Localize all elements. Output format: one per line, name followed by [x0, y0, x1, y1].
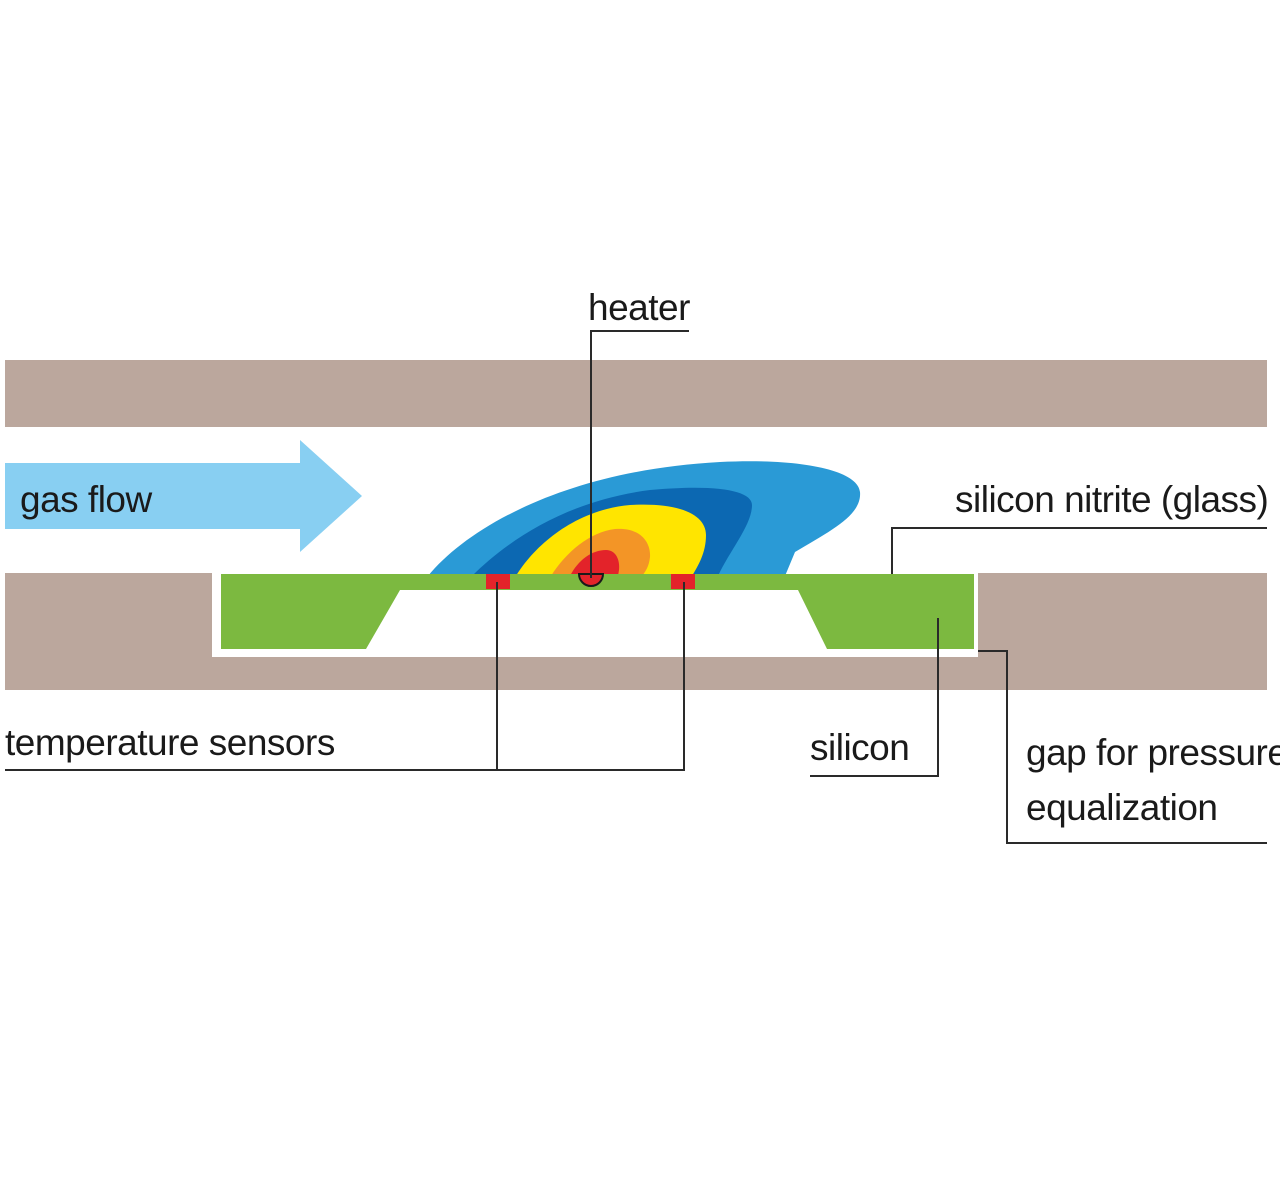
temperature-sensors-leader	[5, 582, 685, 771]
gas-flow-label: gas flow	[20, 479, 153, 520]
gap-label-line2: equalization	[1026, 787, 1217, 828]
temperature-sensors-label: temperature sensors	[5, 722, 335, 763]
temperature-sensor-left	[486, 574, 510, 589]
heat-zone-core	[570, 550, 620, 576]
silicon-leader	[810, 618, 939, 777]
silicon-nitrite-label: silicon nitrite (glass)	[955, 479, 1268, 520]
gas-flow-arrow	[5, 440, 362, 552]
silicon-chip	[221, 574, 974, 649]
silicon-nitrite-leader	[891, 527, 1267, 574]
gap-label-line1: gap for pressure	[1026, 732, 1280, 773]
temperature-sensor-right	[671, 574, 695, 589]
heater-leader	[590, 330, 689, 578]
heater-element	[577, 573, 605, 587]
heater-label: heater	[588, 287, 690, 328]
silicon-label: silicon	[810, 727, 909, 768]
channel-wall-bottom	[5, 573, 1267, 690]
channel-wall-top	[5, 360, 1267, 427]
gap-leader	[978, 650, 1267, 844]
